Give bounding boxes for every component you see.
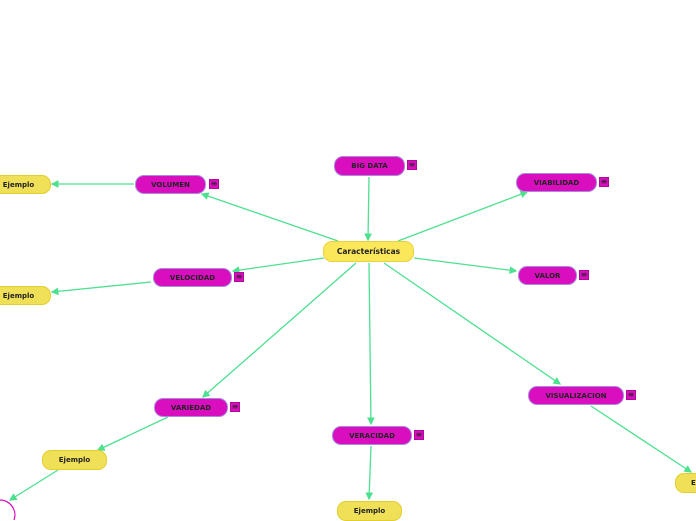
example-variedad[interactable]: Ejemplo xyxy=(42,450,107,470)
topic-valor[interactable]: VALOR xyxy=(518,266,577,285)
topic-variedad[interactable]: VARIEDAD xyxy=(154,398,228,417)
example-veracidad[interactable]: Ejemplo xyxy=(337,501,402,521)
note-icon[interactable]: ≡ xyxy=(407,160,417,170)
note-icon[interactable]: ≡ xyxy=(230,402,240,412)
example-volumen[interactable]: Ejemplo xyxy=(0,175,51,194)
note-icon[interactable]: ≡ xyxy=(599,177,609,187)
note-icon[interactable]: ≡ xyxy=(234,272,244,282)
topic-veracidad[interactable]: VERACIDAD xyxy=(332,426,412,445)
example-visualizacion[interactable]: E xyxy=(675,473,696,493)
example-velocidad[interactable]: Ejemplo xyxy=(0,286,51,305)
note-icon[interactable]: ≡ xyxy=(579,270,589,280)
topic-viabilidad[interactable]: VIABILIDAD xyxy=(516,173,597,192)
topic-volumen[interactable]: VOLUMEN xyxy=(135,175,206,194)
topic-visualizacion[interactable]: VISUALIZACION xyxy=(528,386,624,405)
note-icon[interactable]: ≡ xyxy=(209,179,219,189)
note-icon[interactable]: ≡ xyxy=(414,430,424,440)
topic-big-data[interactable]: BIG DATA xyxy=(334,156,405,176)
note-icon[interactable]: ≡ xyxy=(626,390,636,400)
central-topic[interactable]: Características xyxy=(323,241,414,262)
topic-velocidad[interactable]: VELOCIDAD xyxy=(153,268,232,287)
